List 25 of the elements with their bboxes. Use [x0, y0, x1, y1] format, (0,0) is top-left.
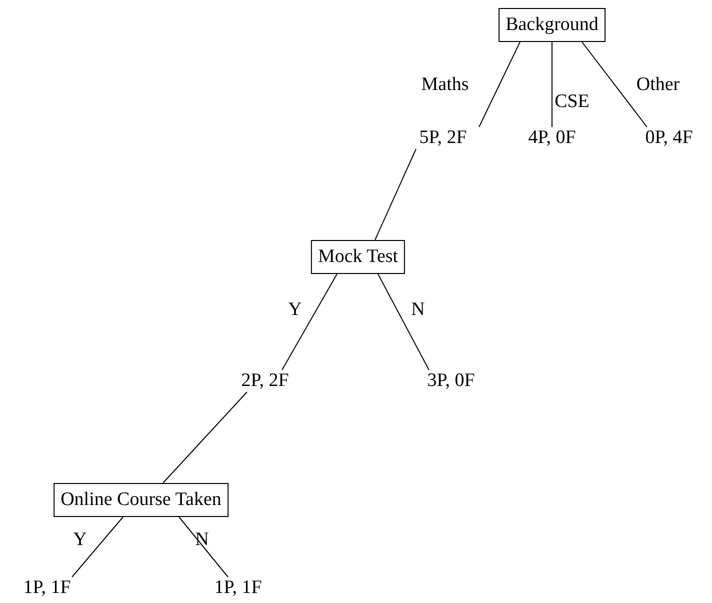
branch-line — [582, 42, 648, 128]
outcome-text: 4P, 0F — [526, 127, 578, 149]
outcome-text: 1P, 1F — [21, 577, 73, 599]
edge-label: Y — [73, 529, 87, 551]
branch-line — [162, 392, 248, 484]
edge-label: CSE — [554, 91, 590, 113]
edge-label: N — [195, 529, 209, 551]
edge-label: N — [411, 299, 425, 321]
edge-label: Y — [288, 299, 302, 321]
branch-line — [282, 274, 338, 370]
branch-line — [478, 42, 520, 128]
branch-line — [378, 274, 430, 370]
branch-line — [72, 516, 124, 578]
edge-label: Maths — [421, 74, 469, 96]
outcome-text: 0P, 4F — [643, 127, 695, 149]
decision-box: Online Course Taken — [54, 483, 228, 517]
decision-box: Mock Test — [310, 240, 406, 274]
decision-box: Background — [498, 8, 606, 42]
outcome-text: 5P, 2F — [417, 127, 469, 149]
outcome-text: 1P, 1F — [212, 577, 264, 599]
branch-line — [374, 148, 416, 240]
outcome-text: 2P, 2F — [239, 370, 291, 392]
branch-line — [178, 516, 228, 578]
outcome-text: 3P, 0F — [425, 370, 477, 392]
edge-label: Other — [636, 74, 680, 96]
